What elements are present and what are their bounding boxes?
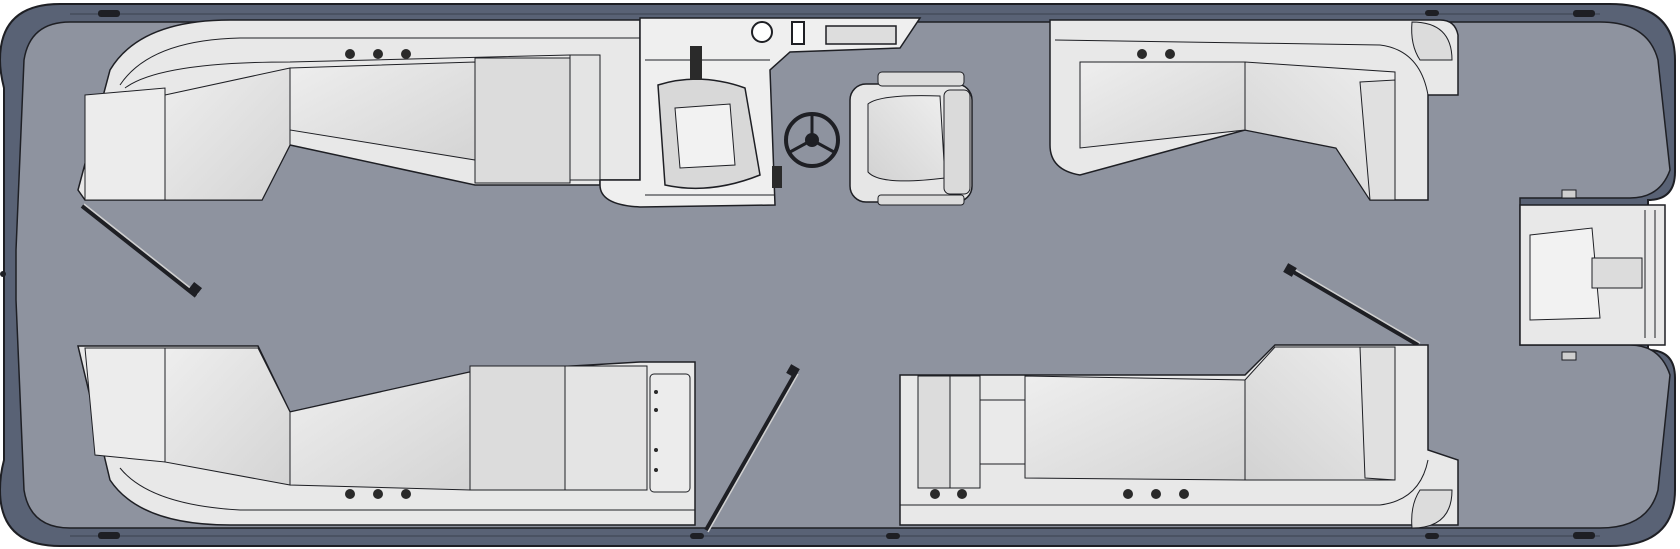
bow-port-lounge xyxy=(77,19,641,201)
bow-gate xyxy=(80,203,203,298)
bow-starboard-lounge xyxy=(1049,19,1459,201)
aft-gate xyxy=(1283,263,1421,347)
helm-seat xyxy=(849,71,973,206)
rail-cleats xyxy=(0,10,1595,539)
aft-starboard-lounge xyxy=(899,344,1459,529)
rear-swim-platform xyxy=(1519,189,1666,361)
aft-port-lounge xyxy=(77,345,696,526)
steering-wheel xyxy=(784,112,840,168)
mid-gate xyxy=(704,364,800,533)
helm-console xyxy=(599,17,922,208)
